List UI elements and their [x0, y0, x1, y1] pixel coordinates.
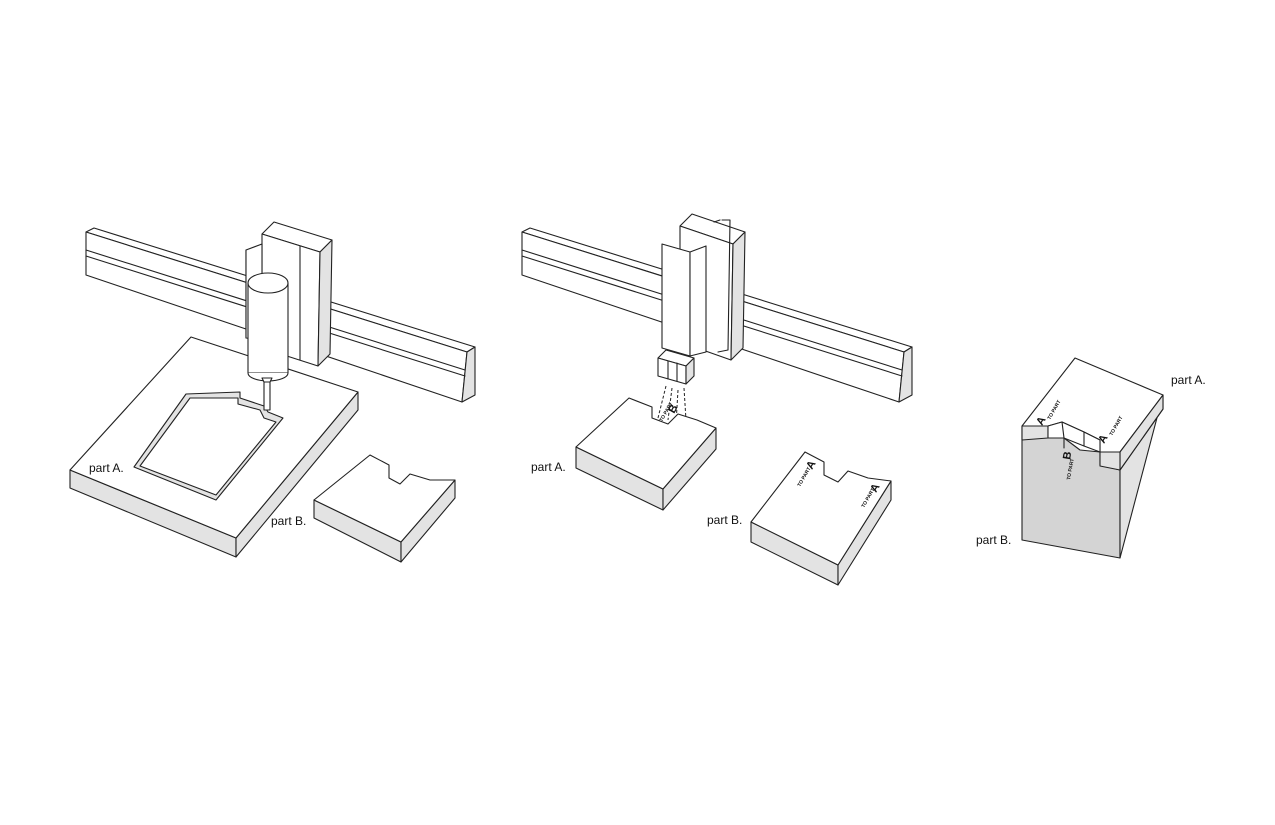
stage1-part-b-label: part B. — [271, 514, 306, 528]
stage3-part-b-label: part B. — [976, 533, 1011, 547]
stage1-part-b — [313, 454, 456, 563]
stage2-part-b: A TO PART A TO PART — [750, 451, 892, 586]
stage1-part-a-engraving — [133, 391, 284, 501]
stage2-marking: B TO PART A TO PART A TO PART part A. pa… — [521, 213, 913, 586]
stage3-mark-center-text: TO PART — [1066, 458, 1076, 480]
stage1-milling: part A. part B. — [69, 221, 476, 563]
stage2-print-head — [657, 213, 746, 385]
stage1-spindle — [247, 272, 289, 411]
stage1-part-a-label: part A. — [89, 461, 124, 475]
stage3-part-a-label: part A. — [1171, 373, 1206, 387]
stage2-part-a: B TO PART — [575, 397, 717, 511]
stage2-spray-lines — [657, 385, 687, 425]
stage3-part-a — [1021, 357, 1164, 559]
stage3-assembly: A TO PART A TO PART B TO PART part A. pa… — [976, 357, 1206, 559]
stage3-mark-center: B — [1061, 451, 1074, 461]
stage2-part-a-label: part A. — [531, 460, 566, 474]
stage2-part-b-label: part B. — [707, 513, 742, 527]
